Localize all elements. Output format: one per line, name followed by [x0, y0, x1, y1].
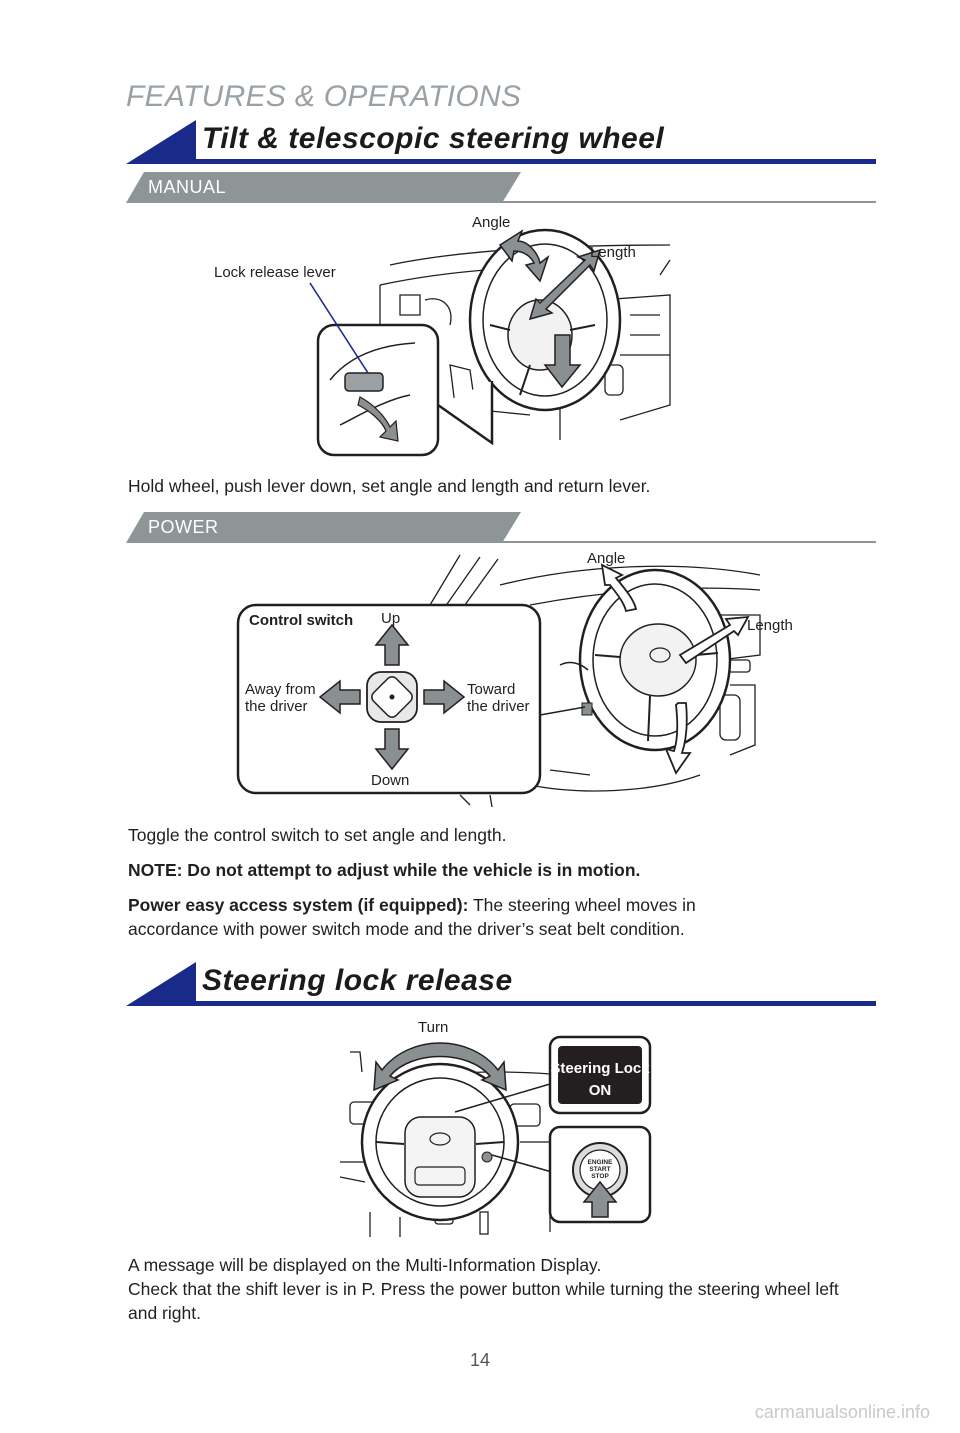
- header-bar-graphic: [126, 120, 876, 164]
- steering-lock-message-line1: Steering Lock: [550, 1060, 650, 1077]
- lever-inset: [316, 323, 494, 457]
- away-label-line1: Away from: [245, 681, 316, 698]
- press-arrow-icon: [582, 1180, 618, 1218]
- toward-label-line1: Toward: [467, 681, 515, 698]
- watermark: carmanualsonline.info: [754, 1402, 930, 1422]
- power-angle-label: Angle: [587, 550, 625, 567]
- away-label-line2: the driver: [245, 698, 308, 715]
- right-arrow-icon: [423, 679, 466, 715]
- stop-label: STOP: [591, 1173, 609, 1180]
- left-arrow-icon: [318, 679, 361, 715]
- power-subheader: POWER: [126, 512, 876, 546]
- control-switch-inset: [236, 603, 586, 795]
- subheader-bar-graphic: [126, 172, 876, 203]
- steering-lock-figure: Steering Lock ON ENGINE START STOP Turn: [340, 1019, 652, 1237]
- mid-display-inset: [548, 1035, 652, 1115]
- engine-label: ENGINE: [588, 1159, 614, 1166]
- easy-access-text: The steering wheel moves in accordance w…: [128, 895, 696, 939]
- subheader-bar-graphic: [126, 512, 876, 543]
- toward-label-line2: the driver: [467, 698, 530, 715]
- adjust-arrows: [498, 229, 602, 389]
- steering-lock-message-line2: ON: [589, 1082, 612, 1099]
- down-arrow-icon: [374, 728, 410, 771]
- lock-title: Steering lock release: [202, 964, 513, 997]
- power-steering-wheel-drawing: [559, 568, 732, 752]
- power-note: NOTE: Do not attempt to adjust while the…: [128, 860, 641, 880]
- engine-start-button-inset: [548, 1125, 652, 1224]
- steering-wheel-drawing: [449, 228, 622, 412]
- down-label: Down: [371, 772, 409, 789]
- lock-header: Steering lock release: [126, 962, 876, 1006]
- tilt-title: Tilt & telescopic steering wheel: [202, 122, 665, 155]
- section-title: FEATURES & OPERATIONS: [126, 80, 522, 113]
- manual-angle-label: Angle: [472, 214, 510, 231]
- manual-label: MANUAL: [148, 177, 227, 197]
- page-number: 14: [469, 1350, 491, 1370]
- power-adjust-arrows: [600, 563, 750, 775]
- power-length-label: Length: [747, 617, 793, 634]
- power-steering-figure: Control switch Up Down Away from the dri…: [236, 550, 793, 807]
- lock-release-lever-label: Lock release lever: [214, 264, 336, 281]
- turn-label: Turn: [418, 1019, 448, 1036]
- header-bar-graphic: [126, 962, 876, 1006]
- manual-caption: Hold wheel, push lever down, set angle a…: [128, 476, 651, 496]
- start-label: START: [589, 1166, 610, 1173]
- up-arrow-icon: [374, 623, 410, 666]
- easy-access-label: Power easy access system (if equipped):: [128, 895, 469, 915]
- control-switch-title: Control switch: [249, 612, 353, 629]
- lock-caption-line1: A message will be displayed on the Multi…: [128, 1255, 602, 1275]
- tilt-header: Tilt & telescopic steering wheel: [126, 120, 876, 164]
- manual-steering-figure: Angle Length Lock release lever: [214, 214, 671, 457]
- lock-steering-wheel-drawing: [360, 1062, 520, 1222]
- power-caption: Toggle the control switch to set angle a…: [128, 825, 507, 845]
- manual-subheader: MANUAL: [126, 172, 876, 206]
- up-label: Up: [381, 610, 400, 627]
- power-easy-access: Power easy access system (if equipped): …: [128, 893, 788, 941]
- manual-length-label: Length: [590, 244, 636, 261]
- power-label: POWER: [148, 517, 219, 537]
- turn-arrow-icon: [373, 1042, 507, 1092]
- lock-caption-line2: Check that the shift lever is in P. Pres…: [128, 1279, 839, 1323]
